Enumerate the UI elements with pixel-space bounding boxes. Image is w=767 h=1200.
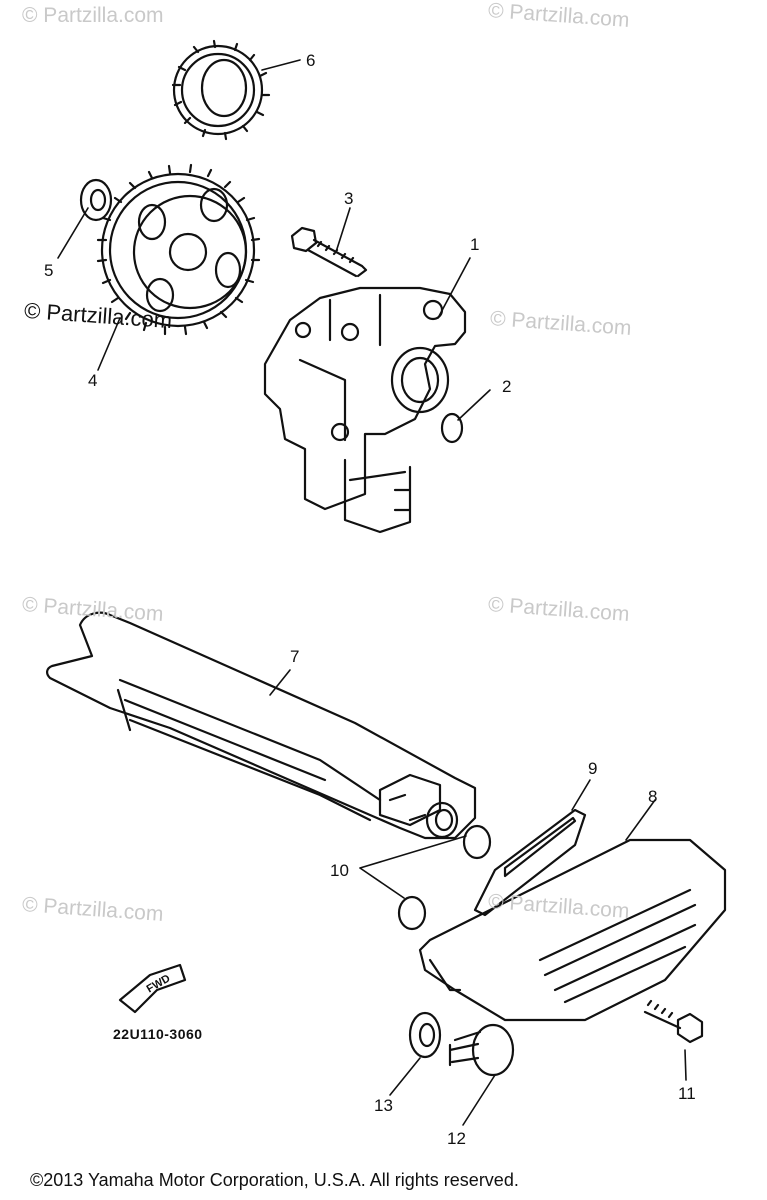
drain-plug-part-12: [448, 1023, 515, 1077]
washer-part-5: [79, 178, 113, 222]
callout-7: 7: [290, 647, 300, 666]
o-ring-part-10a: [462, 824, 492, 860]
callout-13: 13: [374, 1096, 393, 1115]
bolt-part-3: [290, 226, 368, 278]
washer-part-13: [408, 1011, 442, 1059]
callout-2: 2: [502, 377, 512, 396]
o-ring-part-10b: [397, 895, 427, 931]
bolt-part-11: [643, 999, 704, 1044]
callout-11: 11: [678, 1084, 696, 1103]
callout-10: 10: [330, 861, 349, 880]
leader-lines: [57, 59, 687, 1126]
callout-1: 1: [470, 235, 480, 254]
diagram-code: 22U110-3060: [113, 1026, 203, 1042]
callout-4: 4: [88, 371, 98, 390]
copyright-notice: ©2013 Yamaha Motor Corporation, U.S.A. A…: [30, 1170, 519, 1190]
gasket-part-9: [473, 808, 587, 917]
forward-arrow-icon: [118, 963, 187, 1014]
oil-pump-part-1: [263, 286, 467, 534]
callout-8: 8: [648, 787, 658, 806]
o-ring-part-2: [440, 412, 464, 444]
watermark: © Partzilla.com: [22, 4, 164, 27]
oil-pan-part-8: [418, 838, 727, 1022]
callout-3: 3: [344, 189, 354, 208]
callout-9: 9: [588, 759, 598, 778]
gear-part-4: [96, 163, 261, 336]
strainer-part-7: [46, 611, 477, 840]
gear-part-6: [171, 39, 271, 141]
callout-6: 6: [306, 51, 316, 70]
callout-12: 12: [447, 1129, 466, 1148]
callout-5: 5: [44, 261, 54, 280]
